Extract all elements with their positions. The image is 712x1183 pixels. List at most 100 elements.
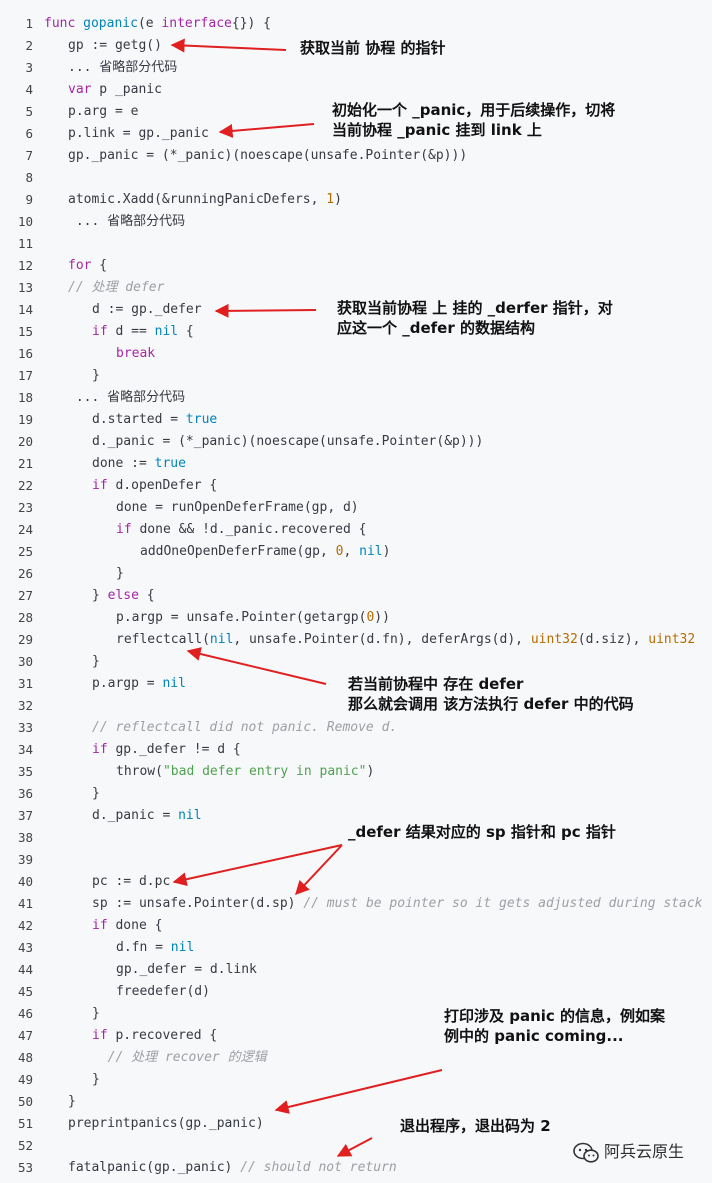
code-text: addOneOpenDeferFrame(gp, 0, nil) <box>140 541 390 563</box>
annotation-print: 打印涉及 panic 的信息，例如案 例中的 panic coming... <box>444 1007 666 1045</box>
code-line: 50} <box>0 1091 712 1113</box>
code-token: ... 省略部分代码 <box>68 390 186 405</box>
line-number: 11 <box>17 236 33 251</box>
code-text: pc := d.pc <box>92 871 170 893</box>
code-token: sp := unsafe.Pointer(d.sp) <box>92 896 304 911</box>
code-token: { <box>138 588 155 603</box>
line-number: 40 <box>17 874 33 889</box>
line-number: 10 <box>17 214 33 229</box>
code-text: } <box>68 1091 76 1113</box>
line-number: 31 <box>17 676 33 691</box>
code-token: interface <box>161 16 232 31</box>
line-number: 5 <box>25 104 33 119</box>
code-token: "bad defer entry in panic" <box>162 764 367 779</box>
line-number: 39 <box>17 852 33 867</box>
code-token: } <box>92 1006 100 1021</box>
line-number: 47 <box>17 1028 33 1043</box>
code-line: 36} <box>0 783 712 805</box>
code-token: atomic.Xadd(&runningPanicDefers, <box>68 192 327 207</box>
line-number: 13 <box>17 280 33 295</box>
code-token: done && !d._panic.recovered { <box>131 522 367 537</box>
code-token: } <box>92 588 108 603</box>
line-number: 12 <box>17 258 33 273</box>
code-text: gp._panic = (*_panic)(noescape(unsafe.Po… <box>68 145 467 167</box>
code-token: } <box>68 1094 76 1109</box>
line-number: 53 <box>17 1160 33 1175</box>
code-text: if d == nil { <box>92 321 194 343</box>
code-line: 18 ... 省略部分代码 <box>0 387 712 409</box>
code-token: // 处理 defer <box>68 280 165 295</box>
code-token: nil <box>178 808 202 823</box>
code-line: 27} else { <box>0 585 712 607</box>
line-number: 35 <box>17 764 33 779</box>
code-line: 8 <box>0 167 712 189</box>
code-token: gp._defer != d { <box>107 742 241 757</box>
code-line: 33// reflectcall did not panic. Remove d… <box>0 717 712 739</box>
watermark-text: 阿兵云原生 <box>604 1142 685 1161</box>
line-number: 19 <box>17 412 33 427</box>
code-text: atomic.Xadd(&runningPanicDefers, 1) <box>68 189 342 211</box>
code-line: 46} <box>0 1003 712 1025</box>
code-token: if <box>92 478 108 493</box>
code-text: } <box>92 1069 100 1091</box>
code-token: true <box>154 456 186 471</box>
line-number: 21 <box>17 456 33 471</box>
code-text: gp._defer = d.link <box>116 959 257 981</box>
code-text: d := gp._defer <box>92 299 202 321</box>
code-line: 3... 省略部分代码 <box>0 57 712 79</box>
code-token: reflectcall( <box>116 632 210 647</box>
code-token: throw( <box>116 764 163 779</box>
line-number: 22 <box>17 478 33 493</box>
code-text: d.started = true <box>92 409 217 431</box>
code-text: d.fn = nil <box>116 937 194 959</box>
line-number: 50 <box>17 1094 33 1109</box>
code-token: , <box>343 544 360 559</box>
line-number: 34 <box>17 742 33 757</box>
line-number: 27 <box>17 588 33 603</box>
line-number: 6 <box>25 126 33 141</box>
code-token: nil <box>209 632 234 647</box>
code-token: // 处理 recover 的逻辑 <box>92 1050 267 1065</box>
code-token: } <box>92 1072 100 1087</box>
code-line: 10 ... 省略部分代码 <box>0 211 712 233</box>
code-text: p.arg = e <box>68 101 138 123</box>
code-token: } <box>92 786 100 801</box>
arrow-pc <box>172 844 343 887</box>
code-token: func <box>44 16 76 31</box>
code-token: gp._panic = (*_panic)(noescape(unsafe.Po… <box>68 148 468 163</box>
code-text: } <box>92 365 100 387</box>
code-token: d._panic = <box>92 808 179 823</box>
code-token: d.fn = <box>116 940 171 955</box>
code-text: throw("bad defer entry in panic") <box>116 761 374 783</box>
code-token: nil <box>170 940 195 955</box>
code-text: // 处理 defer <box>68 277 164 299</box>
code-text: if done && !d._panic.recovered { <box>116 519 366 541</box>
annotation-getg: 获取当前 协程 的指针 <box>300 39 446 57</box>
line-number: 42 <box>17 918 33 933</box>
code-token: p.argp = <box>92 676 163 691</box>
code-text: fatalpanic(gp._panic) // should not retu… <box>68 1157 397 1179</box>
code-text: break <box>116 343 155 365</box>
code-token: uint32 <box>648 632 696 647</box>
line-number: 36 <box>17 786 33 801</box>
code-token: { <box>91 258 108 273</box>
code-line: 40 pc := d.pc <box>0 871 712 893</box>
arrow-exit <box>336 1137 373 1157</box>
code-text: } <box>92 651 100 673</box>
line-number: 46 <box>17 1006 33 1021</box>
code-line: 30} <box>0 651 712 673</box>
code-text: ... 省略部分代码 <box>68 57 177 79</box>
code-text: done := true <box>92 453 186 475</box>
arrow-getg <box>170 38 287 53</box>
code-text: // reflectcall did not panic. Remove d. <box>92 717 397 739</box>
